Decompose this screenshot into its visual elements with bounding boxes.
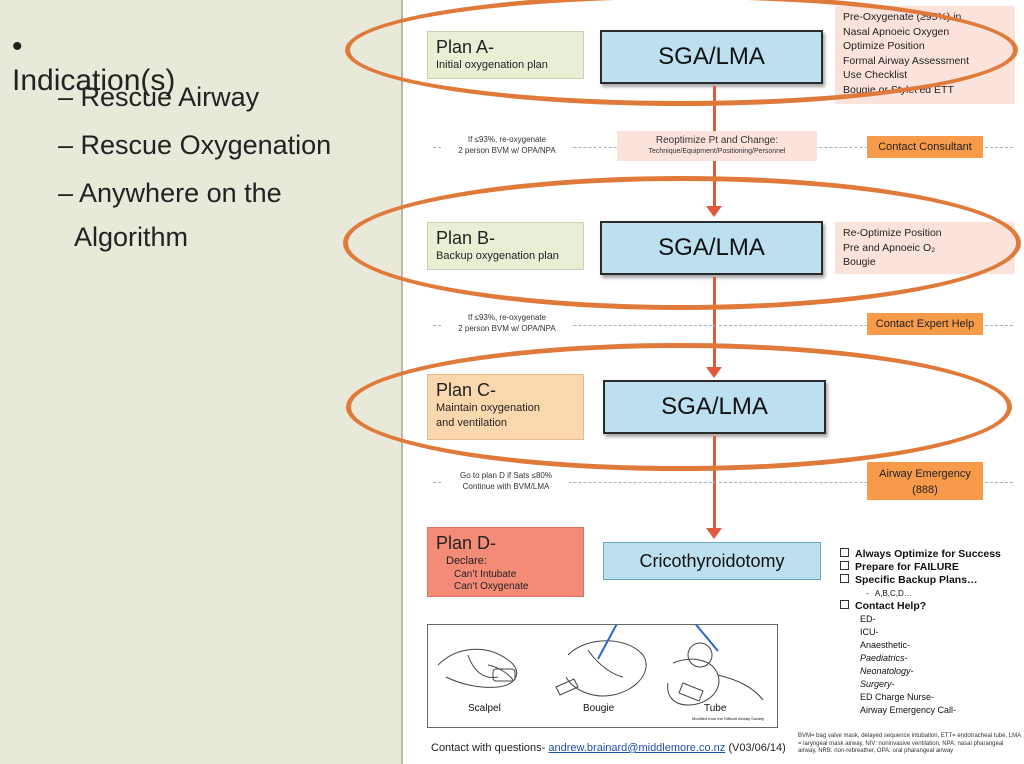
left-panel: •Indication(s) – Rescue Airway – Rescue … bbox=[0, 0, 403, 764]
checklist-sub-item-text: A,B,C,D… bbox=[874, 589, 912, 598]
checklist-sub-item: - A,B,C,D… bbox=[866, 589, 912, 598]
reoptimize-box: Reoptimize Pt and Change: Technique/Equi… bbox=[617, 131, 817, 161]
checklist-contact: Contact Help? bbox=[840, 600, 1001, 613]
checkbox-icon bbox=[840, 574, 849, 583]
checklist: Always Optimize for Success Prepare for … bbox=[840, 548, 1001, 717]
divider-line-2 bbox=[433, 325, 1013, 326]
transition-1-note: If ≤93%, re-oxygenate 2 person BVM w/ OP… bbox=[443, 134, 571, 160]
transition-3-line-1: Go to plan D if Sats ≤80% bbox=[460, 471, 552, 480]
transition-1-line-1: If ≤93%, re-oxygenate bbox=[467, 135, 547, 144]
sub-bullet-algorithm: Algorithm bbox=[74, 222, 189, 252]
plan-d-title: Plan D- bbox=[436, 533, 497, 553]
transition-2-line-2: 2 person BVM w/ OPA/NPA bbox=[458, 324, 556, 333]
checklist-item-1: Always Optimize for Success bbox=[840, 548, 1001, 561]
reoptimize-line-1: Reoptimize Pt and Change: bbox=[655, 135, 779, 146]
checkbox-icon bbox=[840, 548, 849, 557]
checklist-item-1-text: Always Optimize for Success bbox=[855, 548, 1001, 560]
airway-emergency-box: Airway Emergency (888) bbox=[867, 462, 983, 500]
contact-anaesthetic: Anaesthetic- bbox=[860, 640, 911, 650]
checklist-item-2: Prepare for FAILURE bbox=[840, 561, 1001, 574]
arrow-c-d-head bbox=[706, 528, 722, 539]
reoptimize-line-2: Technique/Equipment/Positioning/Personne… bbox=[648, 148, 786, 155]
abbreviations-note: BVM= bag valve mask, delayed sequence in… bbox=[798, 733, 1021, 754]
cricothyroidotomy-illustration: Scalpel Bougie Tube Modified from the Di… bbox=[427, 596, 778, 728]
transition-3-note: Go to plan D if Sats ≤80% Continue with … bbox=[443, 470, 569, 496]
illustration-label-bougie: Bougie bbox=[583, 703, 615, 714]
airway-emergency-line-1: Airway Emergency bbox=[879, 468, 971, 480]
sub-bullet-rescue-oxygenation: – Rescue Oxygenation bbox=[58, 130, 332, 160]
bullet-indications-text: Indication(s) bbox=[12, 64, 176, 97]
arrow-b-c-shaft bbox=[713, 277, 716, 367]
checklist-item-3-text: Specific Backup Plans… bbox=[855, 574, 978, 586]
transition-2-note: If ≤93%, re-oxygenate 2 person BVM w/ OP… bbox=[443, 312, 571, 338]
transition-3-line-2: Continue with BVM/LMA bbox=[462, 482, 550, 491]
highlight-ellipse-plan-a bbox=[345, 0, 1018, 106]
sub-bullet-rescue-airway: – Rescue Airway bbox=[58, 82, 260, 112]
checklist-item-2-text: Prepare for FAILURE bbox=[855, 561, 959, 573]
illustration-label-scalpel: Scalpel bbox=[468, 703, 501, 714]
checklist-contact-text: Contact Help? bbox=[855, 600, 927, 612]
transition-1-line-2: 2 person BVM w/ OPA/NPA bbox=[458, 146, 556, 155]
sub-bullet-anywhere: – Anywhere on the bbox=[58, 178, 282, 208]
contact-neonatology: Neonatology- bbox=[860, 666, 914, 676]
plan-d-line-2: Can’t Oxygenate bbox=[454, 581, 529, 592]
footer-version: (V03/06/14) bbox=[728, 742, 786, 754]
plan-d-box: Plan D- Declare: Can’t Intubate Can’t Ox… bbox=[427, 527, 584, 597]
contact-icu: ICU- bbox=[860, 627, 879, 637]
bullet-indications: •Indication(s) bbox=[12, 30, 175, 98]
divider-line-3 bbox=[433, 482, 1013, 483]
airway-emergency-line-2: (888) bbox=[912, 484, 938, 496]
footer-prefix: Contact with questions- bbox=[431, 742, 546, 754]
contact-expert-help-box: Contact Expert Help bbox=[867, 313, 983, 335]
transition-2-line-1: If ≤93%, re-oxygenate bbox=[467, 313, 547, 322]
plan-d-line-1: Can’t Intubate bbox=[454, 569, 517, 580]
highlight-ellipse-plan-b bbox=[343, 176, 1021, 310]
checklist-item-3: Specific Backup Plans… bbox=[840, 574, 1001, 587]
cricothyroidotomy-box: Cricothyroidotomy bbox=[603, 542, 821, 580]
checkbox-icon bbox=[840, 600, 849, 609]
airway-algorithm-diagram: Plan A- Initial oxygenation plan SGA/LMA… bbox=[343, 0, 1024, 764]
bullet-dot: • bbox=[12, 30, 23, 63]
contact-surgery: Surgery- bbox=[860, 679, 895, 689]
illustration-caption: Modified from the Difficult Airway Socie… bbox=[692, 716, 765, 721]
contact-ed: ED- bbox=[860, 614, 876, 624]
footer: Contact with questions- andrew.brainard@… bbox=[431, 742, 786, 754]
checkbox-icon bbox=[840, 561, 849, 570]
contact-paediatrics: Paediatrics- bbox=[860, 653, 908, 663]
contact-consultant-box: Contact Consultant bbox=[867, 136, 983, 158]
footer-email-link[interactable]: andrew.brainard@middlemore.co.nz bbox=[548, 742, 726, 754]
plan-d-declare: Declare: bbox=[446, 555, 487, 567]
highlight-ellipse-plan-c bbox=[346, 343, 1012, 471]
contact-airway-emergency-call: Airway Emergency Call- bbox=[860, 705, 957, 715]
contact-ed-charge-nurse: ED Charge Nurse- bbox=[860, 692, 935, 702]
illustration-label-tube: Tube bbox=[704, 703, 727, 714]
